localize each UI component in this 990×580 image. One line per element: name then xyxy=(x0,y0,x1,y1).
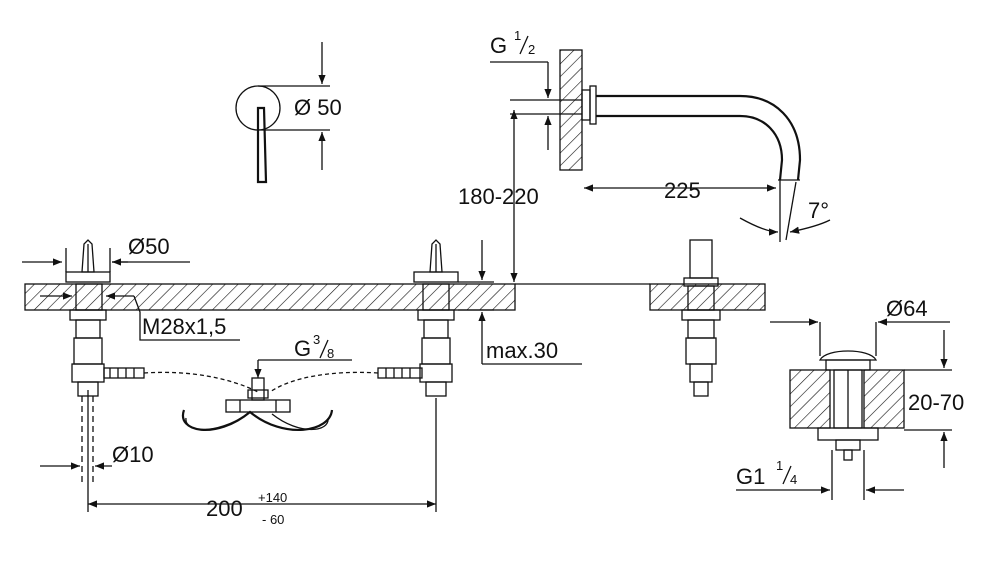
connecting-hoses xyxy=(143,371,379,432)
drain-thread-den: 4 xyxy=(790,472,797,487)
hose-thread-label: G xyxy=(294,336,311,361)
spout-thread-num: 1 xyxy=(514,28,521,43)
drain-diameter-label: Ø64 xyxy=(886,296,928,321)
countertop-right xyxy=(649,283,766,311)
thread-label: M28x1,5 xyxy=(142,314,226,339)
drain-view xyxy=(736,318,952,500)
spout-height-label: 180-220 xyxy=(458,184,539,209)
handle-diameter-label: Ø50 xyxy=(128,234,170,259)
spout-side-view xyxy=(490,49,831,282)
spout-reach-label: 225 xyxy=(664,178,701,203)
spout-thread-label: G xyxy=(490,33,507,58)
hose-thread-den: 8 xyxy=(327,346,334,361)
spacing-minus-label: - 60 xyxy=(262,512,284,527)
spout-base xyxy=(681,239,721,397)
max-thickness-dim xyxy=(458,240,582,365)
spacing-base-label: 200 xyxy=(206,496,243,521)
hose-thread-num: 3 xyxy=(313,332,320,347)
countertop-section xyxy=(24,283,766,311)
wall-section xyxy=(559,49,583,171)
rosette-view xyxy=(235,42,330,184)
left-dimensions xyxy=(22,248,437,512)
pipe-diameter-label: Ø10 xyxy=(112,442,154,467)
drain-range-label: 20-70 xyxy=(908,390,964,415)
countertop-left xyxy=(24,283,516,311)
drain-thread-num: 1 xyxy=(776,458,783,473)
spout-thread-den: 2 xyxy=(528,42,535,57)
rosette-diameter-label: Ø 50 xyxy=(294,95,342,120)
center-valve xyxy=(377,239,459,397)
spacing-plus-label: +140 xyxy=(258,490,287,505)
hose-thread-callout xyxy=(254,359,352,378)
spout-angle-label: 7° xyxy=(808,198,829,223)
drain-thread-label: G1 xyxy=(736,464,765,489)
max-thickness-label: max.30 xyxy=(486,338,558,363)
